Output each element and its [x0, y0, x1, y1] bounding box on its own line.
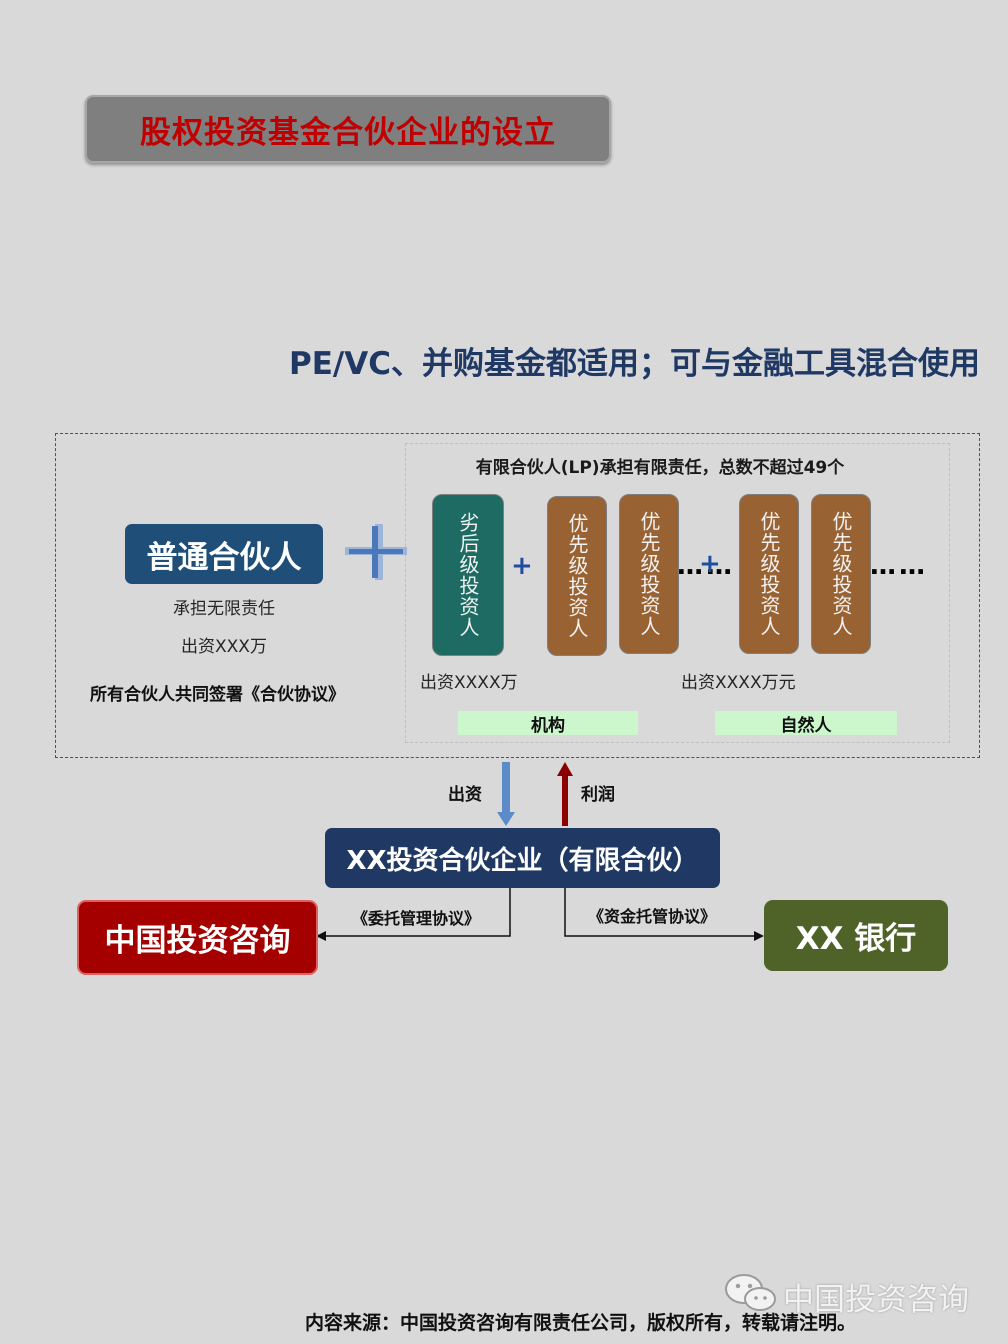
- investor-label: 优先级投资人: [637, 511, 661, 637]
- partnership-entity-box: XX投资合伙企业（有限合伙）: [325, 828, 720, 888]
- capital-arrow-icon: [497, 762, 515, 826]
- investor-label: 劣后级投资人: [456, 512, 480, 638]
- senior-investor-box: 优先级投资人: [739, 494, 799, 654]
- relationship-lines: [316, 888, 764, 941]
- profit-arrow-icon: [557, 762, 573, 826]
- gp-liability-text: 承担无限责任: [173, 599, 275, 619]
- lp-header: 有限合伙人(LP)承担有限责任，总数不超过49个: [475, 458, 845, 478]
- institution-bar: 机构: [458, 711, 638, 736]
- individual-label: 自然人: [780, 715, 832, 736]
- custodian-agreement: 《资金托管协议》: [588, 907, 717, 926]
- plus-sign: +: [699, 549, 721, 579]
- general-partner-box: 普通合伙人: [125, 524, 323, 584]
- subordinated-investor-box: 劣后级投资人: [432, 494, 504, 656]
- capital-label: 出资: [448, 785, 482, 805]
- arrow-left-icon: [316, 931, 326, 941]
- plus-connector-icon: [345, 524, 407, 580]
- investor-label: 优先级投资人: [565, 513, 589, 639]
- page-title: 股权投资基金合伙企业的设立: [140, 114, 556, 151]
- profit-label: 利润: [581, 785, 615, 805]
- individual-bar: 自然人: [715, 711, 897, 736]
- investor-label: 优先级投资人: [757, 511, 781, 637]
- ellipsis: ……: [870, 551, 928, 581]
- plus-sign: +: [511, 551, 533, 581]
- flow-arrows: [497, 762, 573, 826]
- entity-label: XX投资合伙企业（有限合伙）: [346, 845, 699, 876]
- agreement-note: 所有合伙人共同签署《合伙协议》: [90, 685, 345, 705]
- investor-label: 优先级投资人: [829, 511, 853, 637]
- limited-partners-frame: [405, 443, 950, 743]
- custodian-label: XX 银行: [795, 921, 917, 957]
- wechat-icon: [725, 1274, 776, 1311]
- custodian-bank-box: XX 银行: [764, 900, 948, 971]
- ellipsis: ……: [677, 551, 735, 581]
- gp-contribution-text: 出资XXX万: [181, 637, 267, 657]
- watermark-text: 中国投资咨询: [783, 1282, 969, 1318]
- senior-investor-box: 优先级投资人: [547, 496, 607, 656]
- manager-agreement: 《委托管理协议》: [352, 909, 481, 928]
- individual-contribution: 出资XXXX万元: [681, 673, 796, 693]
- institution-label: 机构: [531, 715, 565, 736]
- title-box: 股权投资基金合伙企业的设立: [85, 95, 611, 163]
- arrow-right-icon: [754, 931, 764, 941]
- footer-source: 内容来源：中国投资咨询有限责任公司，版权所有，转载请注明。: [305, 1312, 857, 1334]
- partners-frame: [55, 433, 980, 758]
- subtitle: PE/VC、并购基金都适用；可与金融工具混合使用: [289, 346, 980, 382]
- general-partner-label: 普通合伙人: [146, 539, 302, 576]
- senior-investor-box: 优先级投资人: [619, 494, 679, 654]
- manager-label: 中国投资咨询: [104, 923, 291, 959]
- senior-investor-box: 优先级投资人: [811, 494, 871, 654]
- institution-contribution: 出资XXXX万: [420, 673, 518, 693]
- manager-box: 中国投资咨询: [77, 900, 318, 975]
